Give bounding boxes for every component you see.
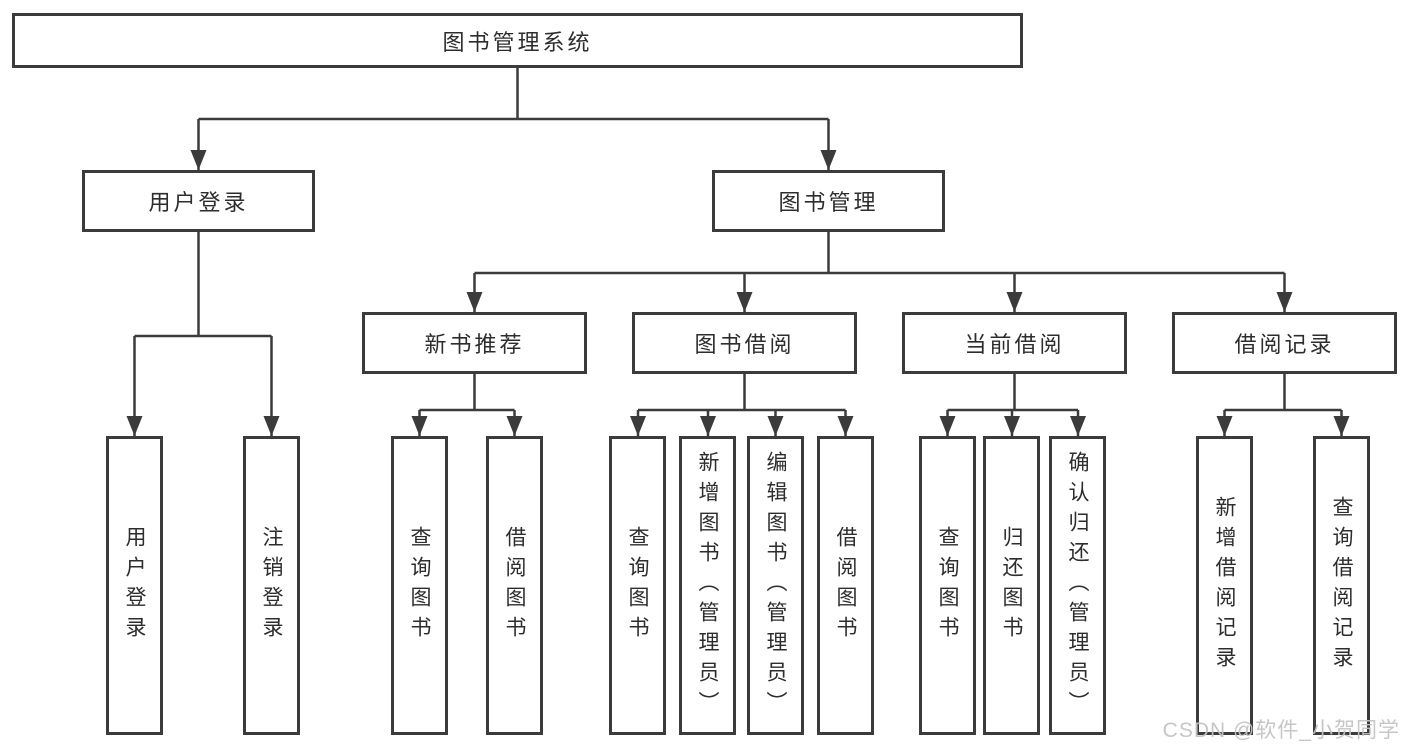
- node-label: 图书管理: [778, 190, 879, 215]
- leaf-bb-edit-books-admin: 编辑图书（管理员）: [747, 436, 804, 735]
- leaf-bb-borrow-books: 借阅图书: [817, 436, 874, 735]
- node-label: 新增借阅记录: [1213, 495, 1236, 676]
- leaf-logout-login: 注销登录: [243, 436, 300, 735]
- leaf-nbr-borrow-books: 借阅图书: [486, 436, 543, 735]
- node-library-management-system: 图书管理系统: [12, 13, 1023, 68]
- tree-branch-lines: [134, 68, 1342, 412]
- node-label: 查询图书: [408, 525, 431, 646]
- node-label: 图书借阅: [694, 332, 795, 357]
- node-label: 当前借阅: [964, 332, 1065, 357]
- tree-arrows: [126, 119, 1350, 436]
- node-label: 借阅记录: [1234, 332, 1335, 357]
- node-label: 借阅图书: [503, 525, 526, 646]
- node-book-borrowing: 图书借阅: [632, 312, 857, 374]
- node-label: 查询借阅记录: [1330, 495, 1353, 676]
- node-label: 编辑图书（管理员）: [764, 450, 787, 721]
- node-label: 新书推荐: [424, 332, 525, 357]
- node-book-management: 图书管理: [712, 170, 945, 232]
- node-label: 用户登录: [123, 525, 146, 646]
- node-new-book-recommendation: 新书推荐: [362, 312, 587, 374]
- leaf-cb-return-books: 归还图书: [983, 436, 1040, 735]
- leaf-nbr-query-books: 查询图书: [391, 436, 448, 735]
- node-current-borrowing: 当前借阅: [902, 312, 1127, 374]
- leaf-bb-query-books: 查询图书: [609, 436, 666, 735]
- leaf-br-query-borrow-record: 查询借阅记录: [1313, 436, 1370, 735]
- node-user-login: 用户登录: [82, 170, 315, 232]
- leaf-br-add-borrow-record: 新增借阅记录: [1196, 436, 1253, 735]
- node-label: 图书管理系统: [442, 29, 593, 55]
- node-label: 确认归还（管理员）: [1066, 450, 1089, 721]
- node-label: 新增图书（管理员）: [696, 450, 719, 721]
- node-label: 查询图书: [936, 525, 959, 646]
- leaf-bb-add-books-admin: 新增图书（管理员）: [679, 436, 736, 735]
- leaf-user-login: 用户登录: [106, 436, 163, 735]
- node-label: 查询图书: [626, 525, 649, 646]
- node-label: 借阅图书: [834, 525, 857, 646]
- node-label: 用户登录: [148, 190, 249, 215]
- leaf-cb-query-books: 查询图书: [919, 436, 976, 735]
- node-label: 归还图书: [1000, 525, 1023, 646]
- csdn-watermark: CSDN @软件_小贺同学: [1162, 719, 1400, 742]
- node-borrowing-records: 借阅记录: [1172, 312, 1397, 374]
- leaf-cb-confirm-return-admin: 确认归还（管理员）: [1049, 436, 1106, 735]
- node-label: 注销登录: [260, 525, 283, 646]
